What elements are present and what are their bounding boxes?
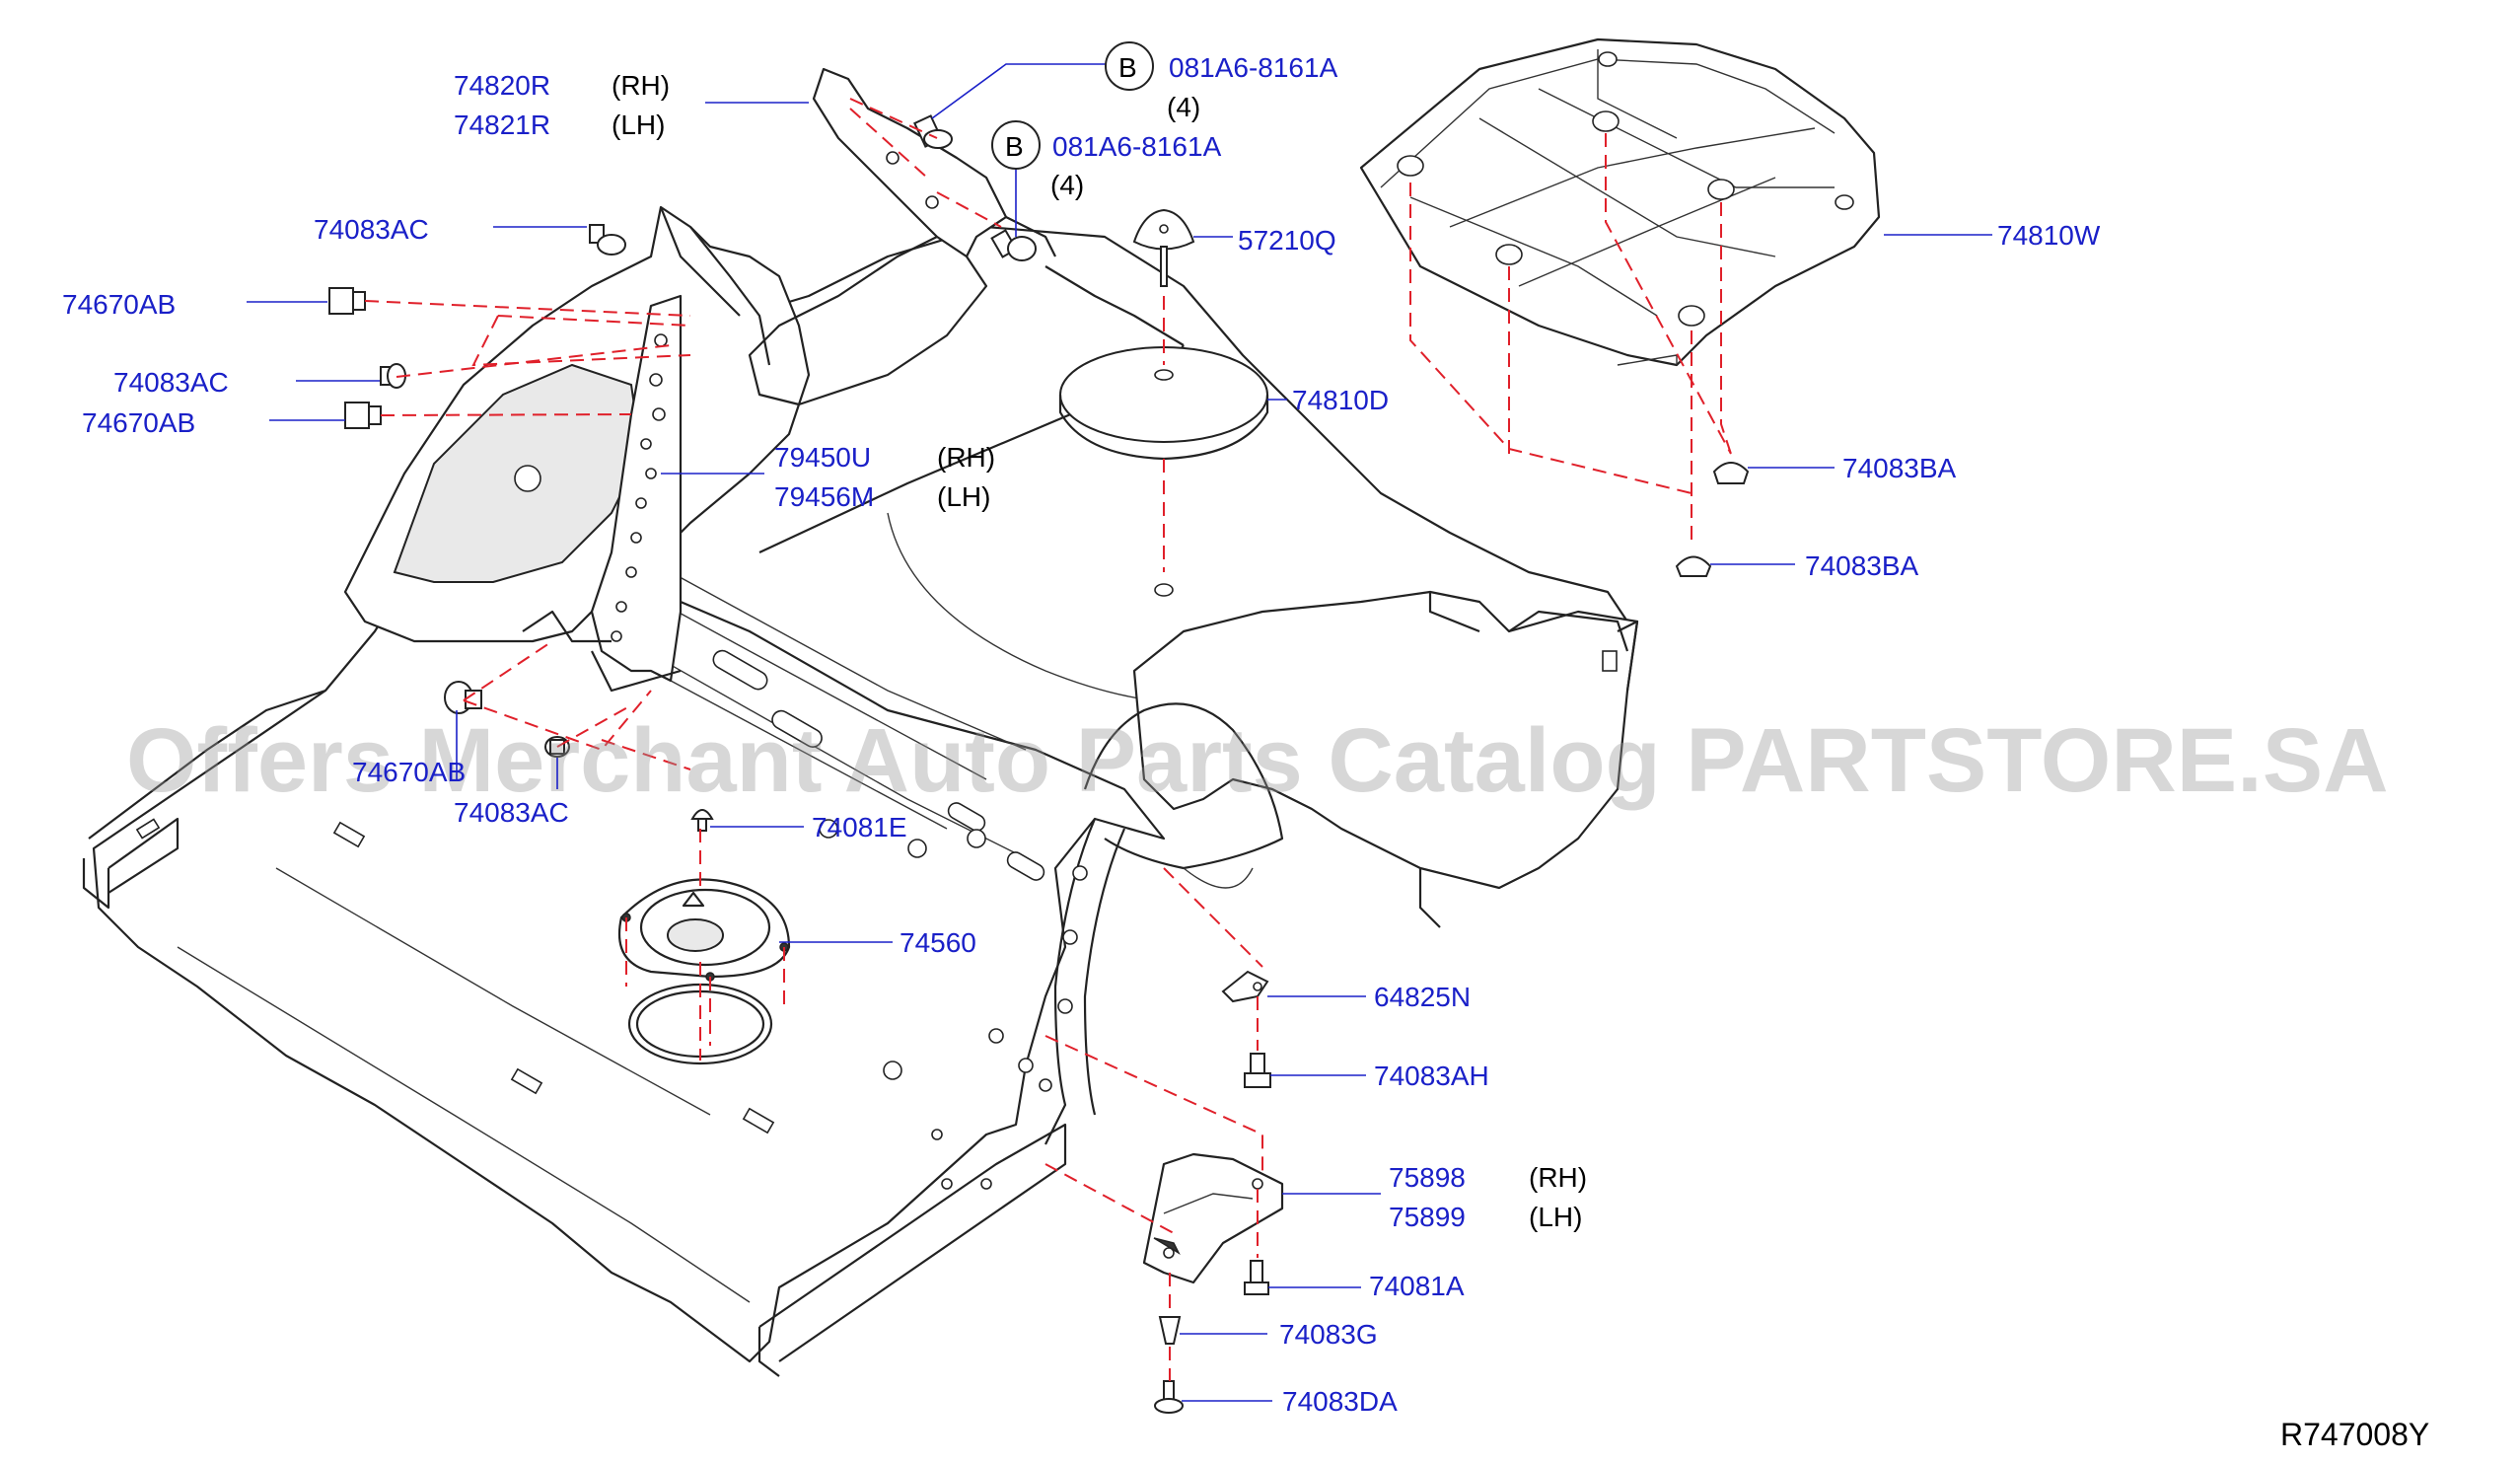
part-number: 74810W: [1997, 220, 2101, 251]
part-number: 74670AB: [62, 289, 176, 320]
side-note: (LH): [1529, 1202, 1582, 1232]
part-number: 74081E: [812, 812, 907, 842]
bolt-74670ab-2: [344, 402, 382, 429]
clip-74083ba-2: [1675, 555, 1712, 577]
part-number: 74081A: [1369, 1271, 1465, 1301]
callout-74083da: 74083DA: [1282, 1386, 1398, 1417]
part-number: 64825N: [1374, 982, 1471, 1012]
callout-74083ba-1: 74083BA: [1842, 453, 1957, 483]
leader-lines: [247, 63, 1992, 1402]
part-number: 081A6-8161A: [1169, 52, 1338, 83]
callout-74081a: 74081A: [1369, 1271, 1465, 1301]
side-note: (RH): [1529, 1162, 1587, 1193]
part-number: 74083G: [1279, 1319, 1378, 1350]
callout-74810w: 74810W: [1997, 220, 2101, 251]
callout-74670ab-1: 74670AB: [62, 289, 176, 320]
callout-74083ah: 74083AH: [1374, 1061, 1489, 1091]
badge-letter: B: [1005, 131, 1024, 162]
part-number: 57210Q: [1238, 225, 1336, 256]
part-number: 74083BA: [1805, 550, 1919, 581]
lh-side-panel: [343, 205, 811, 643]
part-number: 74083AH: [1374, 1061, 1489, 1091]
bolt-081a6-lower: [990, 229, 1037, 261]
callout-79450u: 79450U (RH): [774, 442, 995, 473]
part-number: 74083AC: [113, 367, 229, 398]
part-number: 74083AC: [454, 797, 569, 828]
callout-74081e: 74081E: [812, 812, 907, 842]
part-number: 74820R: [454, 70, 550, 101]
part-number: 74083BA: [1842, 453, 1957, 483]
speaker-unit: [617, 878, 791, 1065]
bolt-74670ab-1: [328, 287, 366, 315]
callout-74670ab-2: 74670AB: [82, 407, 195, 438]
quantity: (4): [1167, 92, 1200, 122]
rear-bracket: [1142, 1152, 1284, 1284]
callout-74560: 74560: [900, 927, 976, 958]
bolt-74083ah: [1244, 1053, 1271, 1088]
clip-74083g: [1158, 1316, 1182, 1345]
side-note: (LH): [612, 110, 665, 140]
clip-64825n: [1221, 970, 1269, 1003]
trunk-floor-board: [1359, 37, 1881, 367]
callout-74670ab-3: 74670AB: [352, 757, 466, 787]
callout-79456m: 79456M (LH): [774, 481, 990, 512]
part-number: 081A6-8161A: [1052, 131, 1222, 162]
part-number: 74810D: [1292, 385, 1389, 415]
part-number: 74821R: [454, 110, 550, 140]
diagram-code: R747008Y: [2280, 1417, 2429, 1452]
side-note: (LH): [937, 481, 990, 512]
part-number: 74670AB: [352, 757, 466, 787]
rear-pillar-brace: [522, 294, 683, 693]
callout-57210q: 57210Q: [1238, 225, 1336, 256]
callout-74083ac-top: 74083AC: [314, 214, 429, 245]
bolt-74081a: [1244, 1260, 1269, 1295]
part-number: 74083AC: [314, 214, 429, 245]
callout-081a6-upper: B 081A6-8161A (4): [1105, 41, 1338, 122]
side-note: (RH): [937, 442, 995, 473]
quantity: (4): [1050, 170, 1084, 200]
spare-tire-clamp: [1132, 208, 1195, 287]
guide-lines: [364, 98, 1732, 1381]
part-number: 75898: [1389, 1162, 1466, 1193]
callout-74083g: 74083G: [1279, 1319, 1378, 1350]
part-number: 74560: [900, 927, 976, 958]
part-number: 74670AB: [82, 407, 195, 438]
clip-74083ac-top: [589, 224, 626, 256]
callout-74083ac-2: 74083AC: [113, 367, 229, 398]
callout-75898: 75898 (RH): [1389, 1162, 1587, 1193]
callout-74083ac-3: 74083AC: [454, 797, 569, 828]
watermark-text: Offers Merchant Auto Parts Catalog PARTS…: [126, 710, 2389, 811]
badge-letter: B: [1118, 52, 1137, 83]
callout-75899: 75899 (LH): [1389, 1202, 1582, 1232]
part-number: 75899: [1389, 1202, 1466, 1232]
part-number: 79456M: [774, 481, 874, 512]
callout-74820r: 74820R (RH): [454, 70, 670, 101]
side-note: (RH): [612, 70, 670, 101]
callout-081a6-lower: B 081A6-8161A (4): [991, 120, 1222, 200]
bolt-74670ab-3: [444, 681, 482, 714]
part-number: 74083DA: [1282, 1386, 1398, 1417]
clip-74081e: [690, 809, 714, 832]
callout-74810d: 74810D: [1292, 385, 1389, 415]
clip-74083ba-1: [1712, 462, 1750, 484]
part-number: 79450U: [774, 442, 871, 473]
callout-74083ba-2: 74083BA: [1805, 550, 1919, 581]
callout-74821r: 74821R (LH): [454, 110, 665, 140]
callout-64825n: 64825N: [1374, 982, 1471, 1012]
bolt-74083da: [1154, 1380, 1184, 1414]
rear-wheelhouse-panel: [1039, 590, 1639, 1145]
